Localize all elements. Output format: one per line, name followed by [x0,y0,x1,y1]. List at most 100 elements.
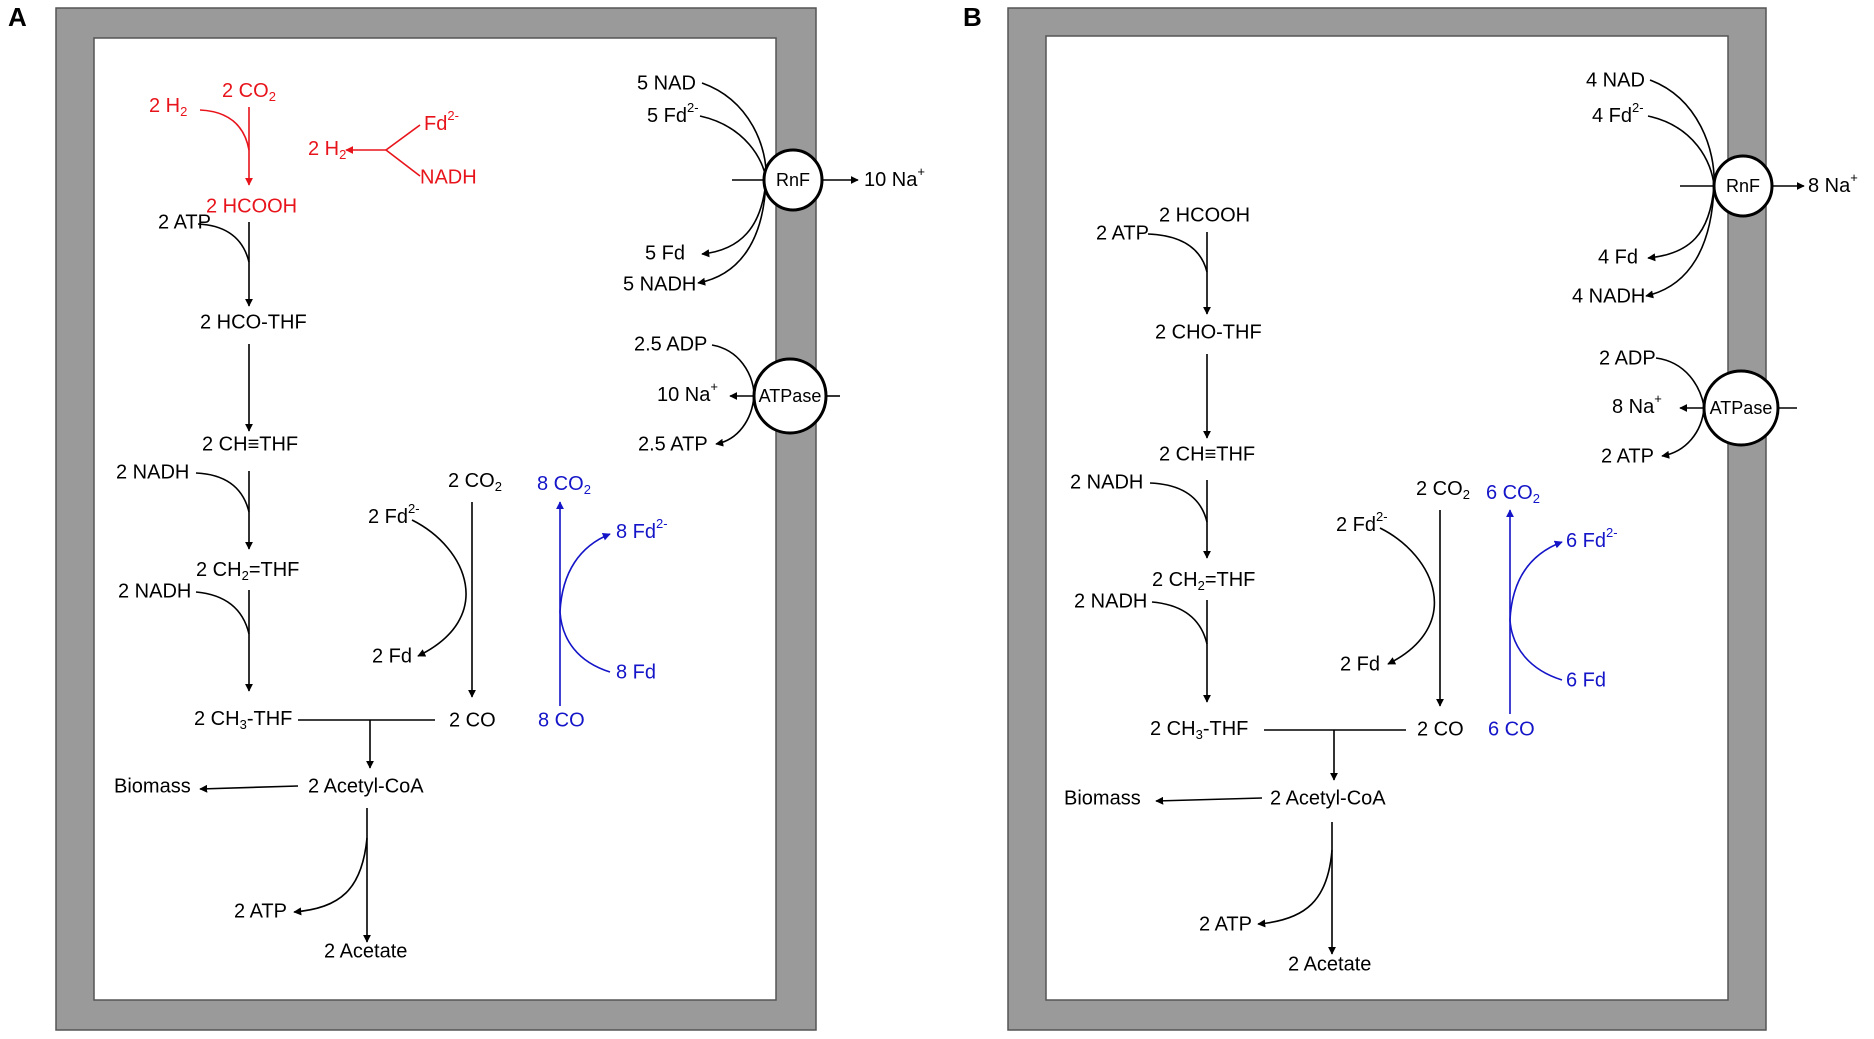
methyl-branch-a: 2 ATP 2 HCO-THF 2 CH≡THF 2 NADH 2 CH2=TH… [116,211,307,732]
oxidized-fd-oxidation-a: 8 Fd [616,661,656,683]
nad-arc-b [1649,79,1715,187]
atpase-label-a: ATPase [759,386,822,406]
co-oxidation-b: 6 CO2 6 Fd2- 6 Fd 6 CO [1486,482,1618,740]
atp-arc-b [1147,233,1208,273]
acetate-a: 2 Acetate [324,940,407,962]
reduced-fd-carbonyl-a: 2 Fd2- [368,501,420,528]
biomass-b: Biomass [1064,787,1141,809]
panel-a: A 2 H2 2 CO2 2 HCOOH Fd2- NADH 2 H2 2 AT… [8,2,925,1031]
co2-carbonyl-b: 2 CO2 [1416,478,1470,502]
adp-arc-b [1655,357,1705,407]
atp-input-b: 2 ATP [1096,222,1149,244]
atp-output-arc-a [293,837,368,916]
reduced-fd-oxidation-a: 8 Fd2- [616,516,668,543]
atp-synth-arc-b [1661,407,1705,459]
nadh-input-1-b: 2 NADH [1070,471,1143,493]
oxidized-fd-oxidation-b: 6 Fd [1566,669,1606,691]
nadh-arc-1-b [1149,482,1208,523]
nadh-arc-1-a [195,472,250,513]
nadh-arc-2-a [195,591,250,635]
atpase-label-b: ATPase [1710,398,1773,418]
reduced-fd-carbonyl-b: 2 Fd2- [1336,509,1388,536]
atp-synthase-a: 2.5 ADP 2.5 ATP ATPase 10 Na+ [634,333,840,455]
fd-out-arc-a [701,179,767,258]
atp-output-arc-b [1257,849,1333,928]
reduced-fd-oxidation-b: 6 Fd2- [1566,525,1618,552]
biomass-arrow-a [199,784,299,793]
nadh-output-b: 4 NADH [1572,285,1645,307]
adp-input-a: 2.5 ADP [634,333,707,355]
methyl-branch-b: 2 HCOOH 2 ATP 2 CHO-THF 2 CH≡THF 2 NADH … [1070,204,1262,742]
formyl-thf-b: 2 CHO-THF [1155,321,1262,343]
panel-a-letter: A [8,2,27,32]
carbonyl-branch-a: 2 CO2 2 Fd2- 2 Fd 2 CO [368,470,502,731]
fd-reduction-arc-a [559,532,611,673]
co-input-oxidation-b: 6 CO [1488,718,1535,740]
reduced-fd-rnf-a: 5 Fd2- [647,100,699,127]
acetyl-coa-a: 2 Acetyl-CoA [308,775,424,797]
acetate-b: 2 Acetate [1288,953,1371,975]
nadh-output-a: 5 NADH [623,273,696,295]
formate-a: 2 HCOOH [206,195,297,217]
co2-input-a: 2 CO2 [222,80,276,104]
oxidized-fd-carbonyl-b: 2 Fd [1340,653,1380,675]
formate-b: 2 HCOOH [1159,204,1250,226]
oxidized-fd-rnf-a: 5 Fd [645,242,685,264]
methyl-thf-b: 2 CH3-THF [1150,718,1248,742]
nadh-input-2-b: 2 NADH [1074,590,1147,612]
na-output-b: 8 Na+ [1808,170,1858,197]
cytoplasm-a [93,37,777,1001]
methylene-thf-a: 2 CH2=THF [196,559,299,583]
nad-input-a: 5 NAD [637,72,696,94]
methenyl-thf-b: 2 CH≡THF [1159,443,1255,465]
rnf-complex-a: 5 NAD 5 Fd2- 5 Fd 5 NADH RnF 10 Na+ [623,72,925,295]
co-carbonyl-b: 2 CO [1417,718,1464,740]
atp-output-b: 2 ATP [1199,913,1252,935]
rnf-complex-b: 4 NAD 4 Fd2- 4 Fd 4 NADH RnF 8 Na+ [1572,69,1858,307]
fd-carbonyl-arc-a [411,519,467,657]
methyl-thf-a: 2 CH3-THF [194,708,292,732]
nadh-arc-2-b [1151,601,1208,645]
fd-reduction-arc-b [1509,540,1563,681]
h2-arc-a [199,109,250,151]
acetyl-coa-b: 2 Acetyl-CoA [1270,787,1386,809]
adp-arc-a [711,344,755,393]
co-input-oxidation-a: 8 CO [538,709,585,731]
biomass-a: Biomass [114,775,191,797]
atp-synth-output-a: 2.5 ATP [638,433,708,455]
biomass-arrow-b [1155,796,1263,805]
atp-input-a: 2 ATP [158,211,211,233]
co2-oxidation-b: 6 CO2 [1486,482,1540,506]
co2-carbonyl-a: 2 CO2 [448,470,502,494]
reduced-fd-a: Fd2- [424,108,459,135]
methylene-thf-b: 2 CH2=THF [1152,569,1255,593]
na-output-a: 10 Na+ [864,164,925,191]
rnf-label-b: RnF [1726,176,1760,196]
h2-pathway-a: 2 H2 2 CO2 2 HCOOH Fd2- NADH 2 H2 [149,80,477,217]
co-oxidation-a: 8 CO2 8 Fd2- 8 Fd 8 CO [537,473,668,731]
h2-input-a: 2 H2 [149,95,187,119]
reduced-fd-rnf-b: 4 Fd2- [1592,100,1644,127]
carbonyl-branch-b: 2 CO2 2 Fd2- 2 Fd 2 CO [1336,478,1470,740]
co-carbonyl-a: 2 CO [449,709,496,731]
na-input-a: 10 Na+ [657,379,718,406]
oxidized-fd-carbonyl-a: 2 Fd [372,645,412,667]
fd-carbonyl-arc-b [1379,527,1435,665]
methenyl-thf-a: 2 CH≡THF [202,433,298,455]
nadh-out-arc-b [1645,185,1715,299]
nadh-input-1-a: 2 NADH [116,461,189,483]
oxidized-fd-rnf-b: 4 Fd [1598,246,1638,268]
fd-rnf-arc-b [1647,115,1715,187]
nad-input-b: 4 NAD [1586,69,1645,91]
adp-input-b: 2 ADP [1599,347,1656,369]
co2-oxidation-a: 8 CO2 [537,473,591,497]
cytoplasm-b [1045,35,1729,1001]
fd-out-arc-b [1647,185,1715,262]
acetyl-coa-synthesis-a: 2 Acetyl-CoA Biomass 2 ATP 2 Acetate [114,719,435,962]
h2-output-a: 2 H2 [308,138,346,162]
nadh-input-2-a: 2 NADH [118,580,191,602]
na-input-b: 8 Na+ [1612,391,1662,418]
rnf-label-a: RnF [776,170,810,190]
panel-b: B 2 HCOOH 2 ATP 2 CHO-THF 2 CH≡THF 2 NAD… [963,2,1858,1031]
